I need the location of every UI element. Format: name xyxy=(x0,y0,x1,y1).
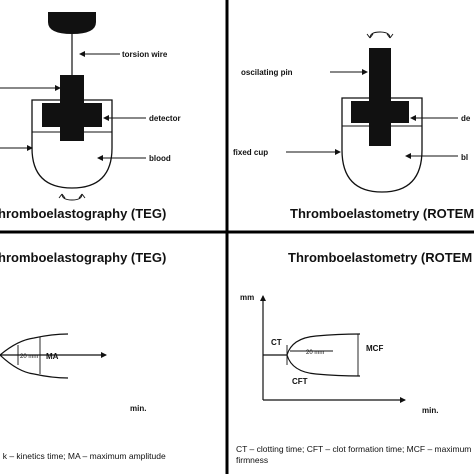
rotem-blood-label: bl xyxy=(461,153,468,162)
rotem-20mm-label: 20 mm xyxy=(306,350,324,356)
teg-trace-lower xyxy=(0,354,69,379)
rotem-detector-label: de xyxy=(461,114,471,123)
rotem-cft-label: CFT xyxy=(292,377,308,386)
teg-x-axis-label: min. xyxy=(130,404,146,413)
teg-ma-label: MA xyxy=(46,352,59,361)
rotem-x-axis-label: min. xyxy=(422,406,438,415)
teg-title-top: hromboelastography (TEG) xyxy=(0,206,166,221)
rotem-mcf-label: MCF xyxy=(366,344,383,353)
rotem-caption-line1: CT – clotting time; CFT – clot formation… xyxy=(236,444,474,454)
teg-title-bottom: hromboelastography (TEG) xyxy=(0,250,166,265)
rotem-trace-upper xyxy=(286,333,361,356)
fixed-cup-label: fixed cup xyxy=(233,148,268,157)
teg-apparatus: torsion wire detector blood hromboelasto… xyxy=(0,12,181,221)
rotem-pin-horizontal xyxy=(351,101,409,123)
rotem-apparatus: oscilating pin fixed cup de bl Thromboel… xyxy=(233,31,474,221)
teg-pin-horizontal xyxy=(42,103,102,127)
rotem-title-top: Thromboelastometry (ROTEM xyxy=(290,206,474,221)
torsion-head xyxy=(48,12,96,34)
rotem-y-axis-label: mm xyxy=(240,293,254,302)
oscillating-pin-label: oscilating pin xyxy=(241,68,293,77)
teg-trace-panel: hromboelastography (TEG) 20 mm MA min. ;… xyxy=(0,250,166,461)
rotation-arrow-icon xyxy=(58,193,86,201)
rotem-caption-line2: firmness xyxy=(236,455,268,465)
rotem-trace-panel: Thromboelastometry (ROTEM mm min. 20 mm … xyxy=(236,250,474,465)
rotem-ct-label: CT xyxy=(271,338,282,347)
torsion-wire-label: torsion wire xyxy=(122,50,168,59)
teg-20mm-label: 20 mm xyxy=(20,354,38,360)
blood-label: blood xyxy=(149,154,171,163)
rotem-trace-lower xyxy=(286,354,361,377)
detector-label: detector xyxy=(149,114,181,123)
rotem-title-bottom: Thromboelastometry (ROTEM xyxy=(288,250,472,265)
rotation-arrow-icon xyxy=(366,31,394,39)
teg-trace-upper xyxy=(0,333,69,356)
rotem-pin-vertical xyxy=(369,48,391,146)
teg-caption: ; k – kinetics time; MA – maximum amplit… xyxy=(0,451,166,461)
